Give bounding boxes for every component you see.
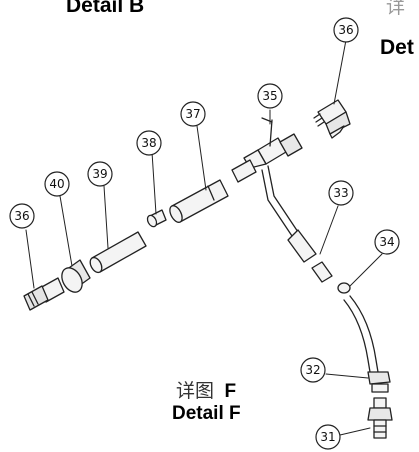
callout-37-circle xyxy=(180,101,206,127)
part-35-tee xyxy=(243,117,303,169)
detail-b-right-label: Det xyxy=(380,36,414,59)
callout-40-circle xyxy=(44,171,70,197)
part-40-nut xyxy=(61,259,91,293)
callout-35: 35 xyxy=(262,89,277,103)
part-31-fitting xyxy=(367,397,393,439)
callout-36-left-circle xyxy=(9,203,35,229)
part-37-tube xyxy=(169,179,229,223)
hose-upper xyxy=(267,165,299,233)
hose-lower-2 xyxy=(343,299,371,373)
callout-32-circle xyxy=(300,357,326,383)
callout-34-circle xyxy=(374,229,400,255)
callout-32: 32 xyxy=(305,363,320,377)
callout-37: 37 xyxy=(185,107,200,121)
callout-38: 38 xyxy=(141,136,156,150)
callout-34: 34 xyxy=(379,235,394,249)
hose-lower xyxy=(349,295,379,373)
part-34-ferrule xyxy=(337,282,351,294)
hose-upper-2 xyxy=(261,169,293,237)
callout-36-top: 36 xyxy=(338,23,353,37)
detail-f-cn-text: 详图 xyxy=(176,380,215,402)
callout-36-left: 36 xyxy=(14,209,29,223)
detail-f-title: Detail F xyxy=(172,403,241,424)
detail-f-cn-label: 详图 F xyxy=(176,376,236,403)
part-33-sleeve xyxy=(287,229,333,283)
detail-f-letter: F xyxy=(224,381,237,402)
leader-lines xyxy=(25,39,383,436)
callout-31-circle xyxy=(315,424,341,450)
part-38-nut xyxy=(146,209,167,228)
callout-35-circle xyxy=(257,83,283,109)
callout-36-top-circle xyxy=(333,17,359,43)
detail-b-cn-label: 详 xyxy=(386,0,406,18)
callout-33: 33 xyxy=(333,186,348,200)
part-32-nut xyxy=(367,371,391,393)
callout-39-circle xyxy=(87,161,113,187)
part-36-top-fitting xyxy=(313,99,351,139)
callout-31: 31 xyxy=(320,430,335,444)
short-tube-segment xyxy=(231,159,257,183)
part-39-tube xyxy=(89,231,147,274)
part-36-left-fitting xyxy=(23,277,65,311)
callout-40: 40 xyxy=(49,177,64,191)
detail-b-title: Detail B xyxy=(66,0,145,17)
callout-33-circle xyxy=(328,180,354,206)
callout-39: 39 xyxy=(92,167,107,181)
callout-38-circle xyxy=(136,130,162,156)
